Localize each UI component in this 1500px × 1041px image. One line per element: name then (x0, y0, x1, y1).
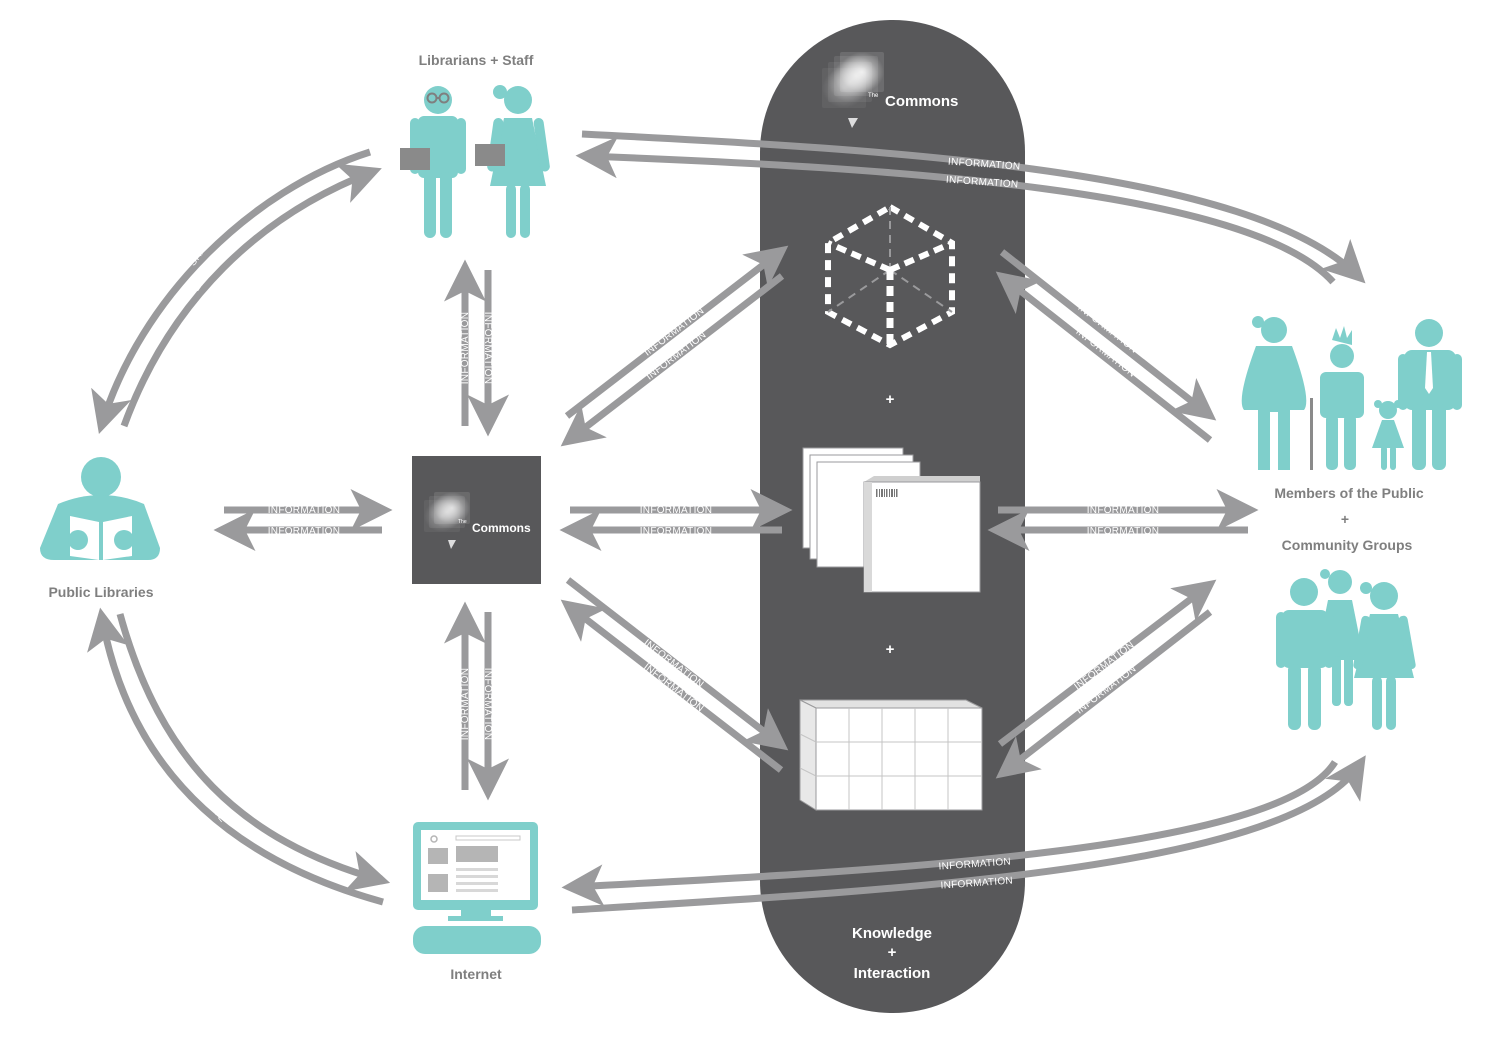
commons-logo-small: The (868, 93, 879, 99)
arrow-members-to-staff (575, 136, 1336, 285)
arrow-community-to-shelf (995, 609, 1213, 779)
internet-label: Internet (450, 966, 502, 982)
pill-caption-interaction: Interaction (854, 965, 931, 982)
commons-hub: The Commons (412, 456, 541, 584)
staff-label: Librarians + Staff (419, 52, 534, 68)
commons-hub-small: The (458, 519, 467, 525)
label-info-members-boxes-1: INFORMATION (1087, 505, 1160, 516)
arrow-libraries-to-internet (116, 613, 391, 892)
shelf-grid-icon (799, 699, 983, 811)
label-info-staff-hub-1: INFORMATION (460, 312, 471, 385)
barcode-icon (876, 489, 898, 497)
commons-logo: The Commons (822, 52, 958, 128)
label-info-hub-internet-2: INFORMATION (482, 668, 493, 741)
family-icon (1241, 316, 1462, 470)
pill-plus-1: + (886, 391, 895, 408)
commons-hub-text: Commons (472, 521, 531, 535)
arrow-shelf-to-hub (560, 599, 784, 773)
arrow-staff-to-libraries (91, 148, 372, 435)
arrow-hub-to-cube (564, 245, 789, 419)
arrow-staff-to-members (581, 130, 1366, 284)
public-libraries-label: Public Libraries (48, 584, 153, 600)
public-libraries-icon (40, 457, 160, 560)
pill-caption-plus: + (888, 944, 897, 961)
community-label: Community Groups (1282, 537, 1413, 553)
label-info-lib-hub-2: INFORMATION (268, 526, 341, 537)
pill-plus-2: + (886, 641, 895, 658)
arrow-members-to-cube (995, 271, 1213, 443)
label-info-lib-hub-1: INFORMATION (268, 505, 341, 516)
label-info-hub-cube-2: INFORMATION (644, 330, 708, 383)
label-info-hub-boxes-2: INFORMATION (640, 526, 713, 537)
label-info-staff-hub-2: INFORMATION (482, 312, 493, 385)
arrow-cube-to-hub (560, 273, 785, 447)
arrow-shelf-to-community (997, 579, 1217, 747)
webpage-mockup-icon (428, 835, 521, 892)
commons-hub-logo-icon (424, 492, 470, 549)
community-group-icon (1276, 569, 1416, 730)
computer-icon (413, 822, 541, 954)
librarians-staff-icon (400, 85, 550, 238)
arrow-libraries-to-staff (120, 163, 382, 428)
commons-logo-icon (822, 52, 884, 128)
members-community-plus: + (1341, 511, 1349, 527)
label-info-members-boxes-2: INFORMATION (1087, 526, 1160, 537)
label-info-hub-boxes-1: INFORMATION (640, 505, 713, 516)
members-label: Members of the Public (1274, 485, 1424, 501)
label-info-shelf-community-2: INFORMATION (1074, 664, 1138, 717)
dashed-cube-icon (825, 203, 955, 349)
label-info-hub-internet-1: INFORMATION (460, 668, 471, 741)
label-info-community-internet-1: INFORMATION (938, 856, 1011, 872)
label-info-community-internet-2: INFORMATION (940, 875, 1013, 891)
label-info-staff-members-2: INFORMATION (946, 174, 1019, 190)
label-info-staff-members-1: INFORMATION (948, 156, 1021, 172)
arrow-internet-to-community (571, 755, 1366, 914)
pill-caption-knowledge: Knowledge (852, 925, 932, 942)
arrow-community-to-internet (561, 760, 1338, 907)
arrows (87, 130, 1366, 914)
arrow-internet-to-libraries (87, 607, 384, 906)
commons-logo-text: Commons (885, 93, 958, 110)
documents-boxes-icon (802, 447, 981, 593)
